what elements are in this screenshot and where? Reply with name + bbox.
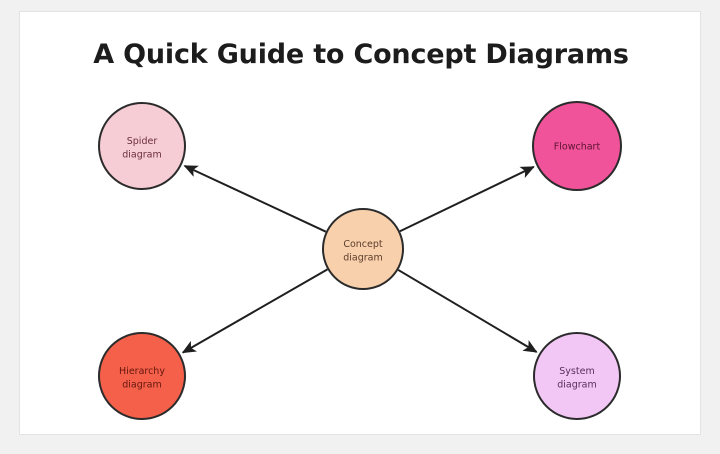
edge-layer (181, 164, 538, 354)
node-flowchart[interactable]: Flowchart (532, 101, 622, 191)
node-shape-concept-diagram[interactable] (322, 208, 404, 290)
node-shape-spider-diagram[interactable] (98, 102, 186, 190)
node-shape-system-diagram[interactable] (533, 332, 621, 420)
node-shape-flowchart[interactable] (532, 101, 622, 191)
edge-concept-to-flowchart (399, 165, 535, 233)
edge-concept-to-hierarchy (181, 268, 328, 354)
node-shape-hierarchy-diagram[interactable] (98, 332, 186, 420)
diagram-canvas: A Quick Guide to Concept Diagrams Spider… (19, 11, 701, 435)
page-title: A Quick Guide to Concept Diagrams (93, 39, 629, 70)
edge-concept-to-spider (183, 164, 327, 233)
edge-concept-to-system (397, 269, 538, 353)
